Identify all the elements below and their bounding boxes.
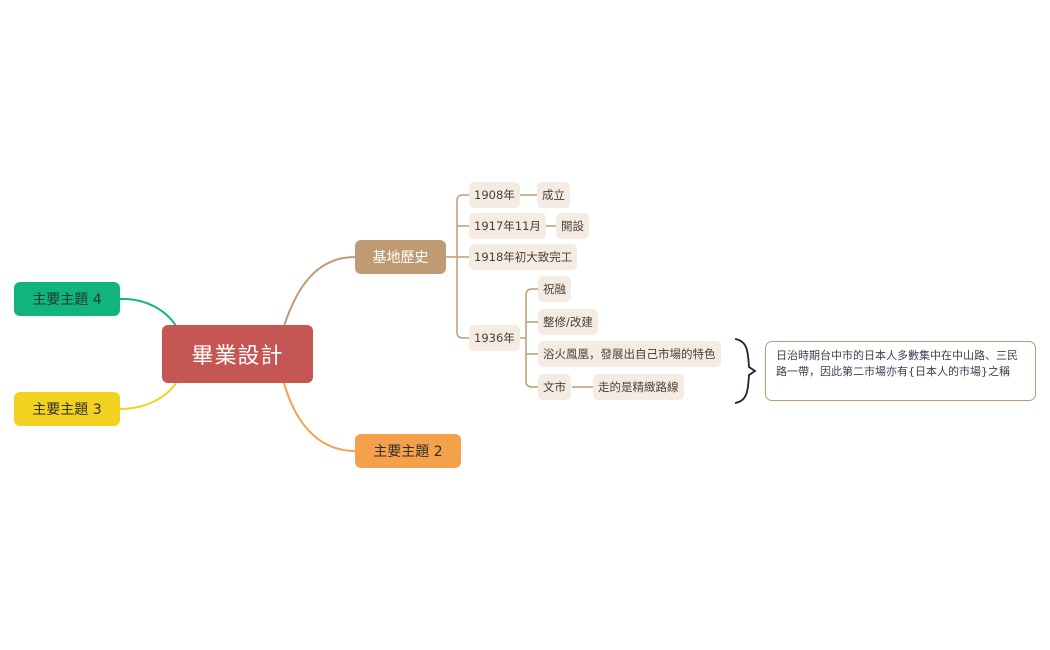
connector-root-topic4	[119, 297, 177, 327]
connector-root-topic3	[119, 382, 177, 410]
main-topic-3[interactable]: 主要主題 3	[14, 392, 120, 426]
subtopic-1936-wenshi[interactable]: 文市	[538, 374, 571, 400]
root-topic[interactable]: 畢業設計	[162, 325, 313, 383]
subtopic-1936[interactable]: 1936年	[469, 325, 520, 351]
subtopic-1918[interactable]: 1918年初大致完工	[469, 244, 578, 270]
summary-bracket	[734, 338, 757, 404]
connector-history-years	[456, 194, 469, 339]
summary-note[interactable]: 日治時期台中市的日本人多數集中在中山路、三民路一帶，因此第二市場亦有{日本人的市…	[765, 341, 1036, 401]
connector-root-history	[283, 256, 356, 327]
main-topic-2[interactable]: 主要主題 2	[355, 434, 461, 468]
subtopic-1908-established[interactable]: 成立	[537, 182, 570, 208]
subtopic-1917-opened[interactable]: 開設	[556, 213, 589, 239]
subtopic-wenshi-refined[interactable]: 走的是精緻路線	[593, 374, 684, 400]
subtopic-1908[interactable]: 1908年	[469, 182, 520, 208]
subtopic-1917[interactable]: 1917年11月	[469, 213, 546, 239]
main-topic-4[interactable]: 主要主題 4	[14, 282, 120, 316]
subtopic-1936-fire[interactable]: 祝融	[538, 276, 571, 302]
main-topic-history[interactable]: 基地歷史	[355, 240, 446, 274]
connector-root-topic2	[283, 382, 356, 452]
subtopic-1936-renovation[interactable]: 整修/改建	[538, 309, 598, 335]
connector-1936-items	[525, 288, 538, 388]
subtopic-1936-phoenix[interactable]: 浴火鳳凰，發展出自己市場的特色	[538, 341, 721, 367]
